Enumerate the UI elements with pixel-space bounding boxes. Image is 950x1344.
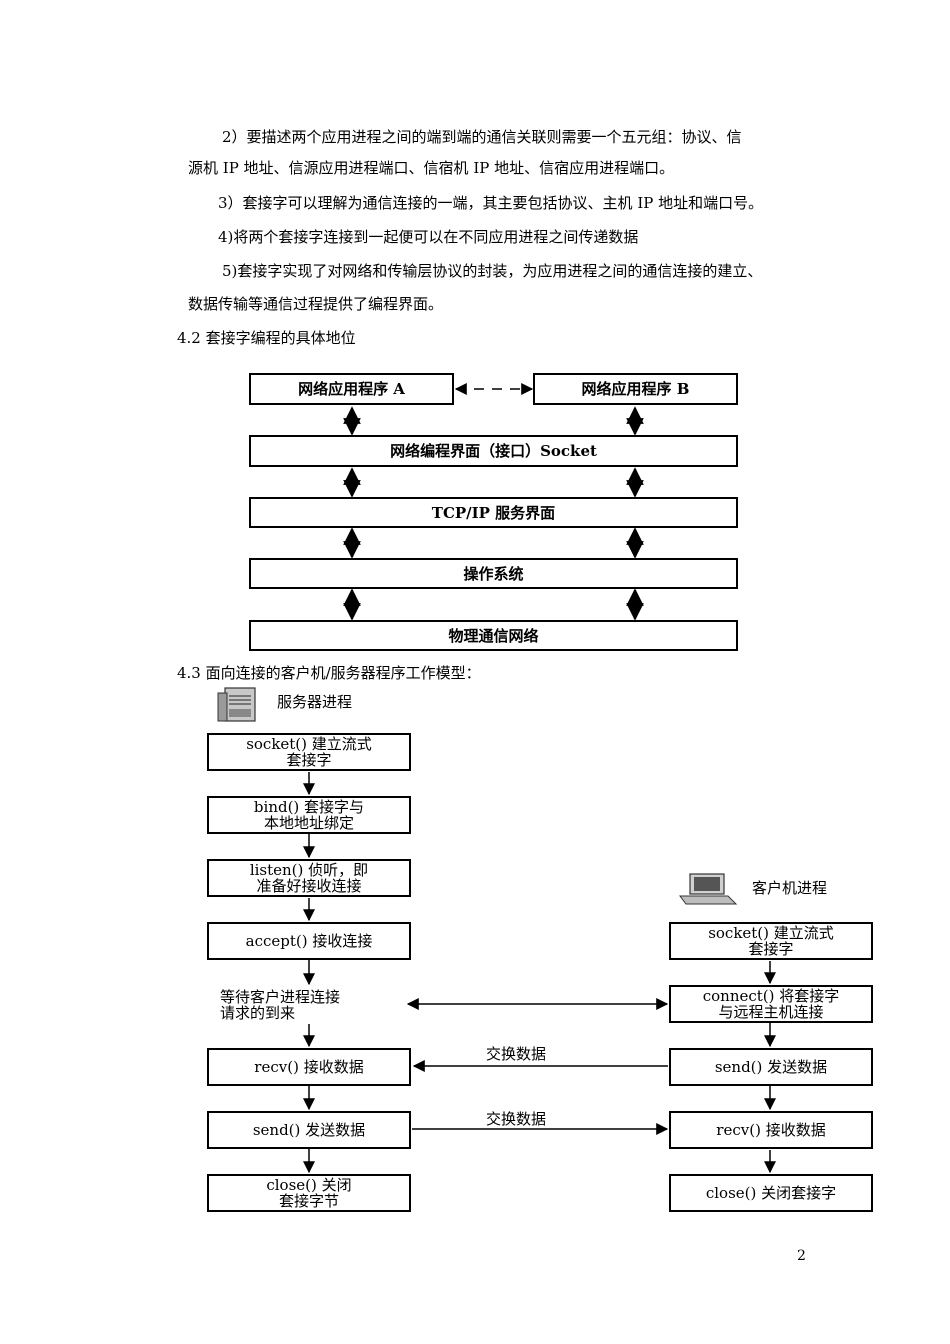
exchange-label-1: 交换数据 bbox=[486, 1045, 547, 1063]
paragraph-2-line2: 源机 IP 地址、信源应用进程端口、信宿机 IP 地址、信宿应用进程端口。 bbox=[188, 159, 675, 177]
app-a-label: 网络应用程序 A bbox=[298, 380, 405, 398]
section-4-2-heading: 4.2 套接字编程的具体地位 bbox=[177, 329, 356, 347]
app-b-label: 网络应用程序 B bbox=[581, 380, 690, 398]
tcpip-layer-label: TCP/IP 服务界面 bbox=[431, 503, 556, 522]
desktop-computer-icon bbox=[679, 873, 738, 905]
network-layer-label: 物理通信网络 bbox=[448, 626, 539, 645]
server-process-title: 服务器进程 bbox=[277, 693, 353, 711]
paragraph-2-line1: 2）要描述两个应用进程之间的端到端的通信关联则需要一个五元组：协议、信 bbox=[222, 128, 742, 146]
server-accept-label: accept() 接收连接 bbox=[245, 932, 373, 950]
paragraph-5-line1: 5)套接字实现了对网络和传输层协议的封装，为应用进程之间的通信连接的建立、 bbox=[222, 262, 763, 280]
client-recv-box: recv() 接收数据 bbox=[669, 1111, 873, 1149]
os-layer-label: 操作系统 bbox=[463, 564, 524, 583]
server-wait-line1: 等待客户进程连接 bbox=[220, 988, 341, 1006]
server-close-line1: close() 关闭 bbox=[266, 1176, 352, 1194]
server-send-label: send() 发送数据 bbox=[252, 1121, 366, 1139]
client-socket-line1: socket() 建立流式 bbox=[708, 924, 834, 942]
server-wait-text: 等待客户进程连接 请求的到来 bbox=[220, 989, 340, 1021]
app-a-box: 网络应用程序 A bbox=[249, 373, 454, 405]
client-connect-line1: connect() 将套接字 bbox=[702, 987, 840, 1005]
server-tower-icon bbox=[217, 687, 256, 722]
server-accept-box: accept() 接收连接 bbox=[207, 922, 411, 960]
paragraph-4: 4)将两个套接字连接到一起便可以在不同应用进程之间传递数据 bbox=[218, 228, 639, 246]
client-connect-line2: 与远程主机连接 bbox=[718, 1003, 824, 1021]
client-close-label: close() 关闭套接字 bbox=[705, 1184, 837, 1202]
server-recv-box: recv() 接收数据 bbox=[207, 1048, 411, 1086]
client-send-label: send() 发送数据 bbox=[714, 1058, 828, 1076]
client-socket-box: socket() 建立流式 套接字 bbox=[669, 922, 873, 960]
paragraph-5-line2: 数据传输等通信过程提供了编程界面。 bbox=[188, 295, 444, 313]
client-socket-line2: 套接字 bbox=[748, 940, 794, 958]
server-recv-label: recv() 接收数据 bbox=[254, 1058, 364, 1076]
client-send-box: send() 发送数据 bbox=[669, 1048, 873, 1086]
section-4-3-heading: 4.3 面向连接的客户机/服务器程序工作模型： bbox=[177, 664, 481, 682]
server-socket-box: socket() 建立流式 套接字 bbox=[207, 733, 411, 771]
paragraph-3: 3）套接字可以理解为通信连接的一端，其主要包括协议、主机 IP 地址和端口号。 bbox=[218, 194, 764, 212]
server-bind-line1: bind() 套接字与 bbox=[253, 798, 365, 816]
server-socket-line2: 套接字 bbox=[286, 751, 332, 769]
server-bind-box: bind() 套接字与 本地地址绑定 bbox=[207, 796, 411, 834]
client-recv-label: recv() 接收数据 bbox=[716, 1121, 826, 1139]
socket-layer-box: 网络编程界面（接口）Socket bbox=[249, 435, 738, 467]
server-socket-line1: socket() 建立流式 bbox=[246, 735, 372, 753]
server-bind-line2: 本地地址绑定 bbox=[263, 814, 354, 832]
server-wait-line2: 请求的到来 bbox=[220, 1004, 296, 1022]
tcpip-layer-box: TCP/IP 服务界面 bbox=[249, 497, 738, 528]
network-layer-box: 物理通信网络 bbox=[249, 620, 738, 651]
os-layer-box: 操作系统 bbox=[249, 558, 738, 589]
server-close-line2: 套接字节 bbox=[278, 1192, 339, 1210]
client-close-box: close() 关闭套接字 bbox=[669, 1174, 873, 1212]
page-number: 2 bbox=[797, 1248, 806, 1264]
app-b-box: 网络应用程序 B bbox=[533, 373, 738, 405]
client-connect-box: connect() 将套接字 与远程主机连接 bbox=[669, 985, 873, 1023]
server-listen-line2: 准备好接收连接 bbox=[256, 877, 362, 895]
server-close-box: close() 关闭 套接字节 bbox=[207, 1174, 411, 1212]
exchange-label-2: 交换数据 bbox=[486, 1110, 547, 1128]
socket-layer-label: 网络编程界面（接口）Socket bbox=[390, 442, 597, 460]
server-send-box: send() 发送数据 bbox=[207, 1111, 411, 1149]
server-listen-box: listen() 侦听，即 准备好接收连接 bbox=[207, 859, 411, 897]
server-listen-line1: listen() 侦听，即 bbox=[249, 861, 369, 879]
client-process-title: 客户机进程 bbox=[752, 879, 828, 897]
